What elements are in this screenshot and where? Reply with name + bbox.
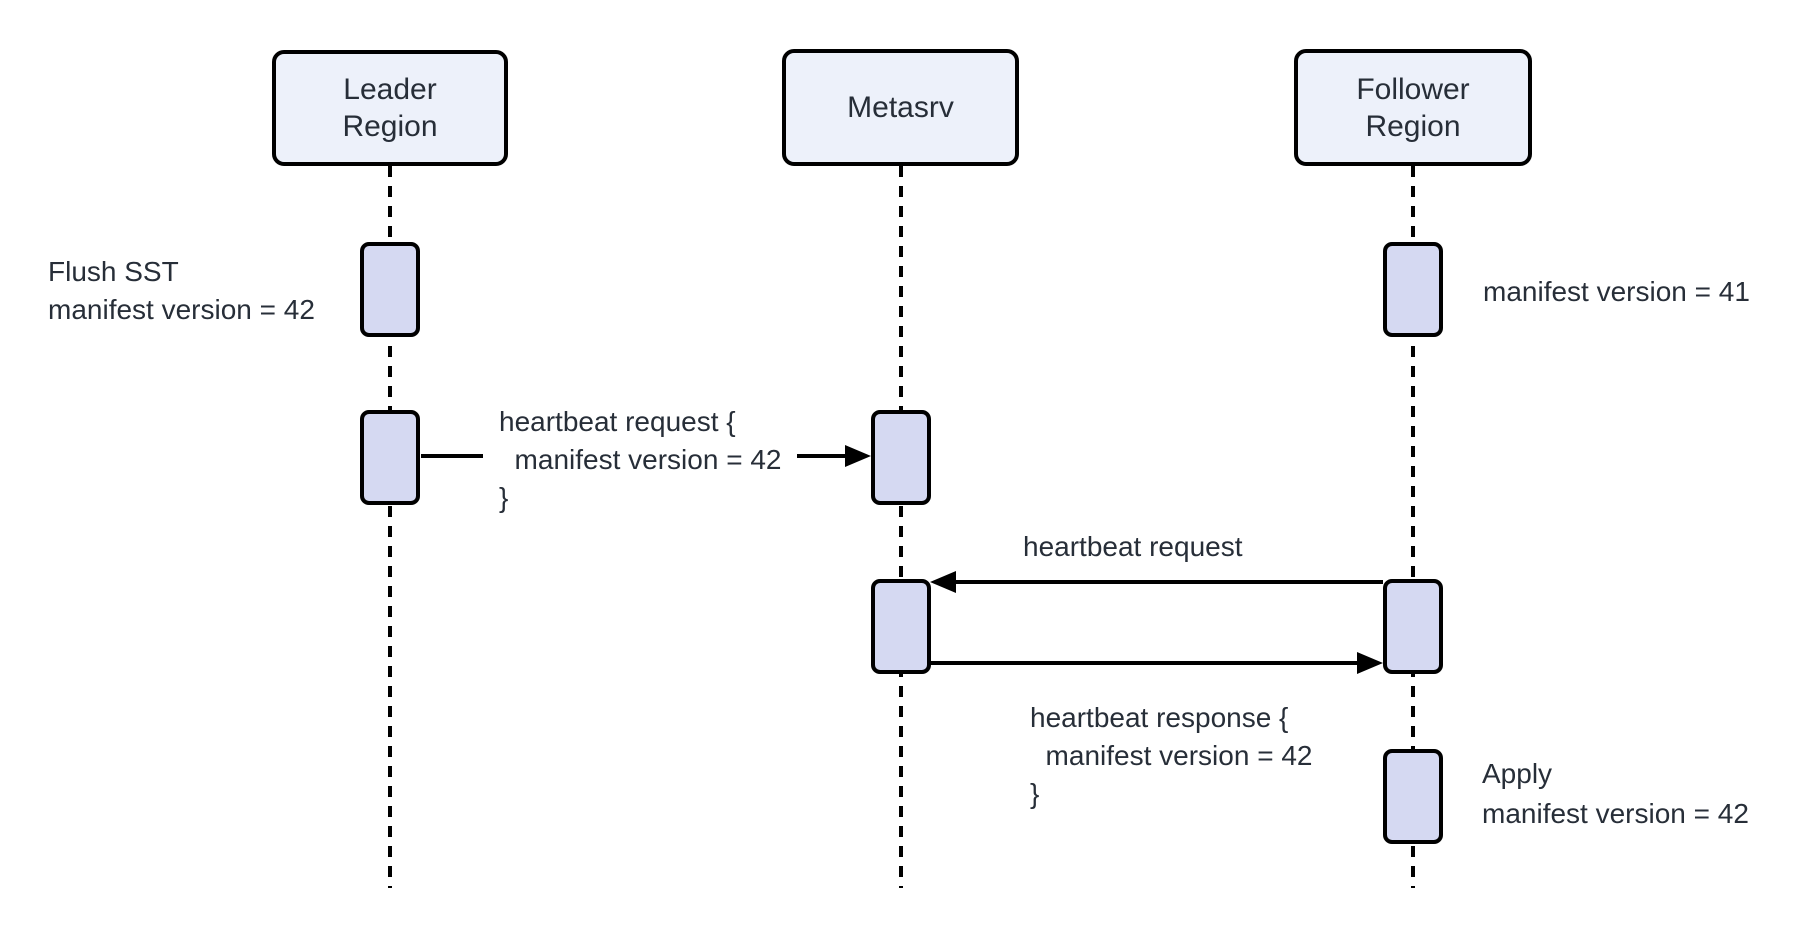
message-1-line-right-segment — [797, 454, 849, 458]
activation-metasrv-respond-heartbeat — [871, 579, 931, 674]
activation-follower-v41 — [1383, 242, 1443, 337]
actor-box-leader-region: Leader Region — [272, 50, 508, 166]
message-1-line-left-segment — [421, 454, 483, 458]
arrowhead-right-icon — [1357, 652, 1383, 674]
actor-box-follower-region: Follower Region — [1294, 49, 1532, 166]
actor-box-metasrv: Metasrv — [782, 49, 1019, 166]
activation-leader-heartbeat — [360, 410, 420, 505]
lifeline-leader-region — [388, 166, 392, 888]
actor-label-leader-region: Leader Region — [342, 73, 438, 143]
message-2-label: heartbeat request — [1023, 531, 1243, 562]
activation-follower-heartbeat — [1383, 579, 1443, 674]
message-3-label: heartbeat response { manifest version = … — [1030, 702, 1313, 809]
activation-metasrv-receive-heartbeat — [871, 410, 931, 505]
activation-leader-flush — [360, 242, 420, 337]
message-1-label: heartbeat request { manifest version = 4… — [499, 406, 782, 513]
actor-label-metasrv: Metasrv — [847, 91, 954, 124]
arrowhead-right-icon — [845, 445, 871, 467]
arrowhead-left-icon — [930, 571, 956, 593]
message-2-line — [952, 580, 1383, 584]
message-3-line — [930, 661, 1359, 665]
actor-label-follower-region: Follower Region — [1356, 72, 1470, 143]
note-apply-manifest-version-42: Apply manifest version = 42 — [1482, 758, 1749, 829]
lifeline-metasrv — [899, 166, 903, 888]
note-flush-sst: Flush SST manifest version = 42 — [48, 256, 315, 325]
note-manifest-version-41: manifest version = 41 — [1483, 276, 1750, 307]
activation-follower-apply — [1383, 749, 1443, 844]
lifeline-follower-region — [1411, 166, 1415, 888]
